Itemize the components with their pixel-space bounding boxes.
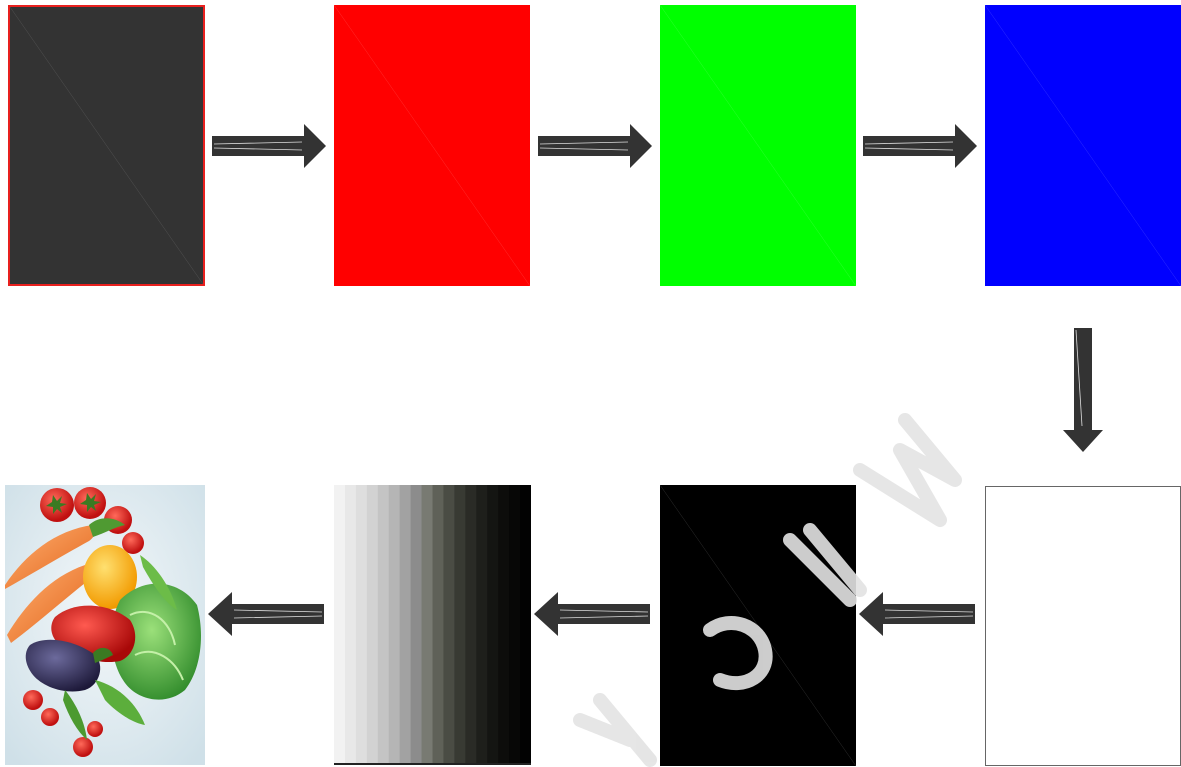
white-panel bbox=[985, 486, 1181, 766]
gray-step bbox=[377, 485, 390, 763]
down-arrow bbox=[1063, 328, 1103, 452]
green-panel bbox=[660, 5, 856, 286]
white-fill bbox=[986, 487, 1180, 765]
gray-step bbox=[454, 485, 466, 763]
vegetables-photo bbox=[5, 485, 205, 765]
gray-step bbox=[465, 485, 477, 763]
left-arrow-1 bbox=[859, 592, 975, 636]
grayscale-ramp bbox=[334, 485, 531, 763]
gray-step bbox=[344, 485, 357, 763]
dark-gray-panel bbox=[8, 5, 205, 286]
gray-step bbox=[498, 485, 510, 763]
gray-step bbox=[421, 485, 434, 763]
gray-step bbox=[410, 485, 423, 763]
gray-step bbox=[388, 485, 401, 763]
grayscale-ramp-panel bbox=[334, 485, 531, 765]
watermark bbox=[573, 413, 962, 767]
gray-step bbox=[399, 485, 412, 763]
gray-step bbox=[432, 485, 445, 763]
right-arrow-2 bbox=[538, 124, 652, 168]
blue-panel bbox=[985, 5, 1181, 286]
gray-step bbox=[520, 485, 531, 763]
gray-step bbox=[509, 485, 521, 763]
left-arrow-3 bbox=[208, 592, 324, 636]
left-arrow-2 bbox=[534, 592, 650, 636]
gray-step bbox=[443, 485, 455, 763]
right-arrow-3 bbox=[863, 124, 977, 168]
gray-step bbox=[334, 485, 346, 763]
red-panel bbox=[334, 5, 530, 286]
gray-step bbox=[487, 485, 499, 763]
gray-step bbox=[366, 485, 379, 763]
gray-step bbox=[355, 485, 368, 763]
vegetables-photo-panel bbox=[5, 485, 205, 765]
right-arrow-1 bbox=[212, 124, 326, 168]
gray-step bbox=[476, 485, 488, 763]
